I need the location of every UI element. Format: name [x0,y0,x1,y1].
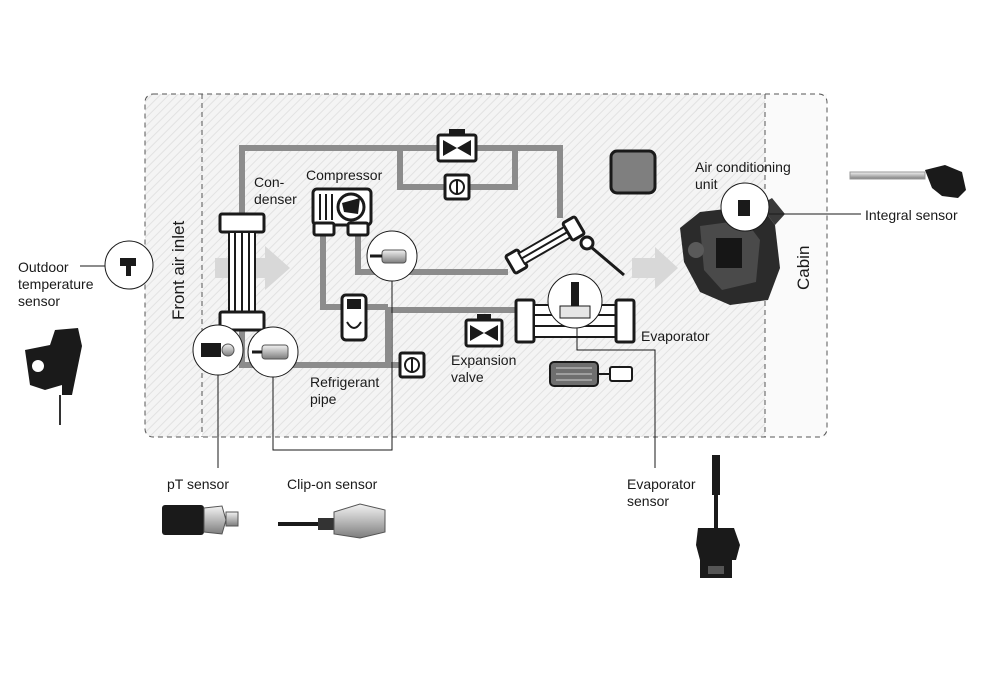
expansion-valve-label: Expansion valve [451,352,520,385]
callout-circles [104,182,770,378]
integral-sensor-image [849,165,966,198]
callout-leaders [80,213,861,468]
evaporator-label: Evaporator [641,328,710,344]
front-air-inlet-label: Front air inlet [169,221,188,320]
heater-core [504,215,586,275]
front-inlet-zone [145,94,202,437]
pt-sensor-image [162,505,239,535]
compressor [311,187,373,237]
condenser [218,212,266,332]
cabin-label: Cabin [794,246,813,290]
top-valve [436,129,478,163]
receiver-dryer [340,293,368,342]
clip-on-sensor-image [278,503,386,539]
integral-sensor-label: Integral sensor [865,207,958,223]
air-conditioning-unit-label: Air conditioning unit [695,159,795,192]
refrigerant-pipe-label: Refrigerant pipe [310,374,383,407]
compressor-label: Compressor [306,167,383,183]
clip-on-sensor-label: Clip-on sensor [287,476,378,492]
outdoor-temperature-sensor-image [25,328,82,425]
air-conditioning-unit [680,198,785,305]
outer-dashed-border [144,93,828,438]
evaporator-sensor-image [696,455,740,578]
pt-sensor-label: pT sensor [167,476,229,492]
blower-unit [609,149,657,195]
cabin-filter [549,361,633,387]
expansion-valve [464,314,504,348]
service-valve-lower [398,351,426,379]
outdoor-temperature-sensor-label: Outdoor temperature sensor [18,259,97,309]
blend-flap [579,235,625,277]
condenser-label: Con- denser [254,174,297,207]
cabin-flow-arrow [632,247,678,289]
evaporator-sensor-label: Evaporator sensor [627,476,699,509]
service-valve-top [443,173,471,201]
